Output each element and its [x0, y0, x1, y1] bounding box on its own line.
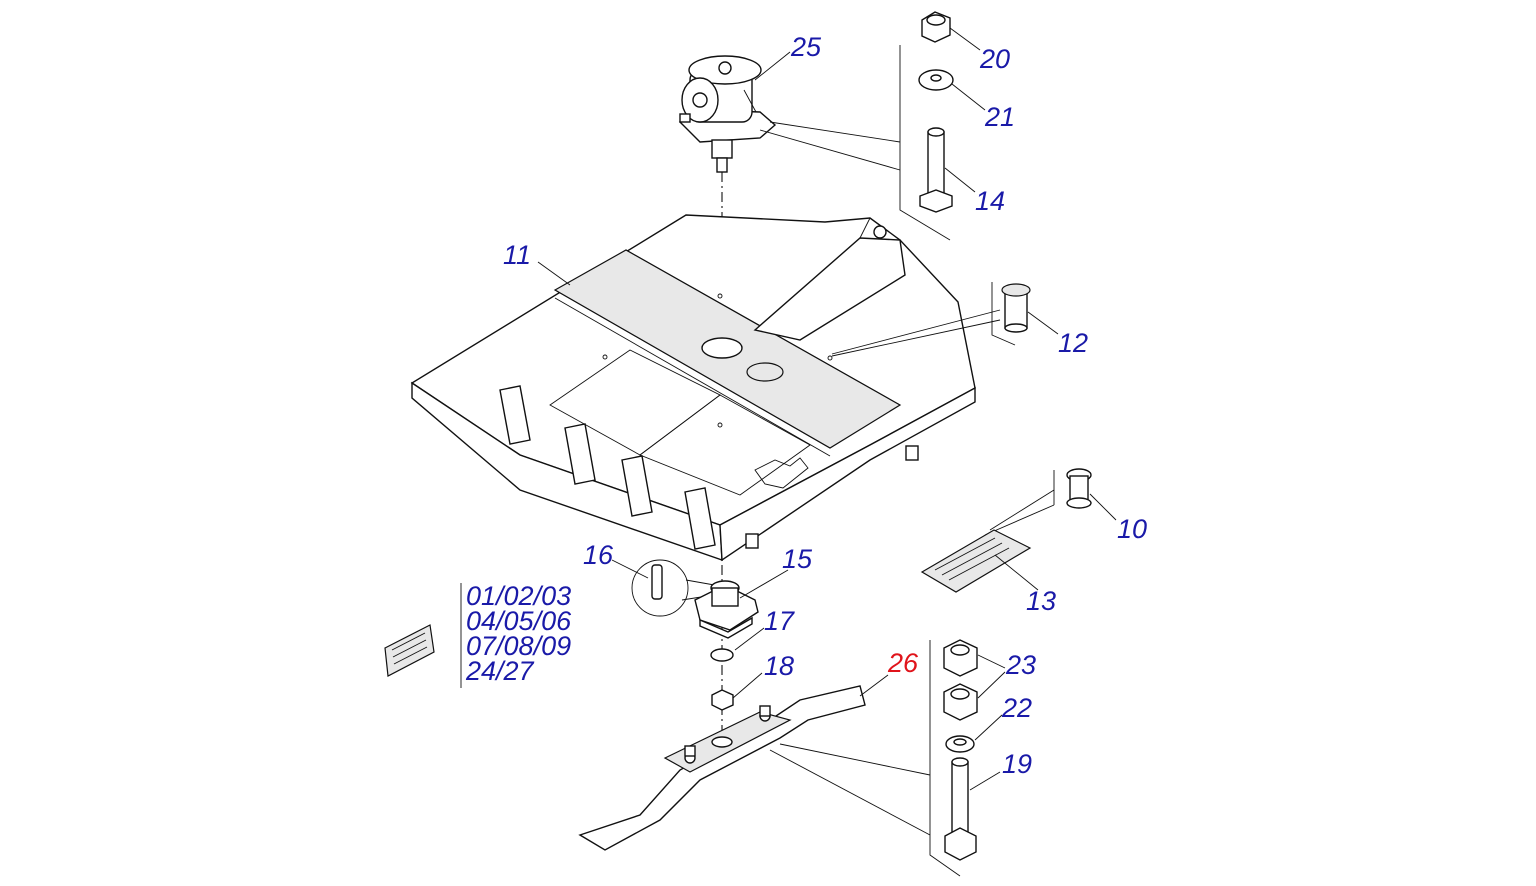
- washer-part-17[interactable]: [710, 648, 734, 662]
- bracket-upper-right: [899, 45, 951, 241]
- gearbox-leader-b: [759, 129, 901, 171]
- blade-part-26[interactable]: [578, 685, 866, 851]
- spacer-part-10[interactable]: [1066, 468, 1092, 509]
- leader-25: [754, 51, 791, 81]
- callout-14: 14: [975, 186, 1005, 216]
- callout-13: 13: [1026, 586, 1056, 616]
- leader-15: [739, 569, 789, 599]
- callout-10: 10: [1117, 514, 1147, 544]
- callout-18: 18: [764, 651, 794, 681]
- id-plate-part-13[interactable]: [920, 529, 1032, 593]
- bracket-lower-right: [929, 640, 961, 877]
- callout-25: 25: [790, 32, 822, 62]
- callout-15: 15: [782, 544, 813, 574]
- callout-22: 22: [1001, 693, 1032, 723]
- leader-21: [951, 83, 986, 111]
- bolt-part-14[interactable]: [919, 127, 953, 213]
- decal-labels-group[interactable]: [384, 583, 462, 688]
- bolt-part-19[interactable]: [944, 757, 977, 861]
- leader-18: [732, 672, 763, 699]
- decal-group-line-3: 07/08/09: [466, 631, 571, 661]
- callout-12: 12: [1058, 328, 1088, 358]
- callout-20: 20: [979, 44, 1010, 74]
- leader-14: [944, 167, 976, 193]
- callout-26: 26: [887, 648, 919, 678]
- nut-part-18[interactable]: [711, 689, 734, 711]
- decal-group-line-2: 04/05/06: [466, 606, 572, 636]
- nut-part-23[interactable]: [943, 639, 978, 721]
- washer-part-22[interactable]: [945, 735, 975, 753]
- mower-deck-part-11[interactable]: [410, 214, 976, 562]
- leader-17: [734, 627, 765, 651]
- gearbox-part-25[interactable]: [678, 55, 777, 173]
- callout-21: 21: [984, 102, 1015, 132]
- callout-23: 23: [1005, 650, 1036, 680]
- leader-13: [994, 554, 1039, 591]
- leader-19: [969, 771, 1001, 791]
- leader-23a: [977, 654, 1006, 669]
- callout-17: 17: [764, 606, 795, 636]
- callout-11: 11: [503, 240, 531, 270]
- washer-part-21[interactable]: [918, 69, 954, 91]
- leader-22: [974, 714, 1003, 741]
- decal-group-line-4: 24/27: [465, 656, 535, 686]
- blade-leader-a: [779, 743, 931, 776]
- gearbox-leader-a: [769, 121, 901, 143]
- leader-16: [611, 559, 649, 579]
- leader-10: [1089, 493, 1117, 521]
- leader-26: [859, 674, 889, 697]
- callout-16: 16: [583, 540, 614, 570]
- hub-part-15[interactable]: [694, 580, 759, 639]
- decal-group-line-1: 01/02/03: [466, 581, 571, 611]
- blade-leader-b: [769, 749, 931, 836]
- bushing-part-12[interactable]: [831, 282, 1031, 357]
- leader-10b: [984, 504, 1055, 536]
- leader-10a: [989, 489, 1055, 531]
- leader-11: [537, 261, 571, 286]
- callout-19: 19: [1002, 749, 1032, 779]
- nut-part-20[interactable]: [921, 11, 951, 43]
- leader-12: [1027, 311, 1059, 335]
- leader-23b: [977, 671, 1006, 699]
- leader-20: [949, 27, 981, 51]
